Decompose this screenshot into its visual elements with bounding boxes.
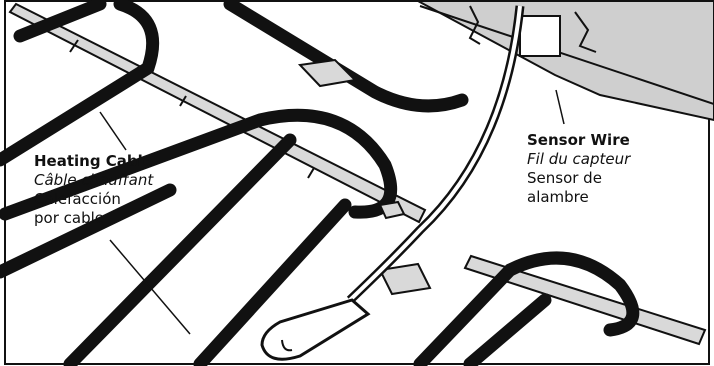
heating-cable-label-french: Câble chauffant (34, 171, 154, 189)
sensor-wire-label-spanish-2: alambre (527, 188, 589, 206)
sensor-wire-label-english: Sensor Wire (527, 131, 630, 149)
sensor-bulb (260, 298, 371, 361)
sensor-wire-label-spanish-1: Sensor de (527, 169, 602, 187)
sensor-wire-label-french: Fil du capteur (527, 150, 631, 168)
heating-cable-label-spanish-2: por cable (34, 209, 104, 227)
heating-cable-label-spanish-1: Calefacción (34, 190, 121, 208)
heating-cable-label-english: Heating Cable (34, 152, 153, 170)
wall-baseboard (417, 0, 714, 122)
cable-clips (297, 58, 432, 296)
sensor-wire-label: Sensor Wire Fil du capteur Sensor de ala… (527, 131, 630, 207)
sensor-wire (346, 5, 525, 304)
wall-notch (519, 15, 561, 57)
leader-lines (99, 89, 565, 335)
heating-cable-label: Heating Cable Câble chauffant Calefacció… (34, 152, 153, 228)
sensor-bulb-detail (281, 339, 293, 352)
